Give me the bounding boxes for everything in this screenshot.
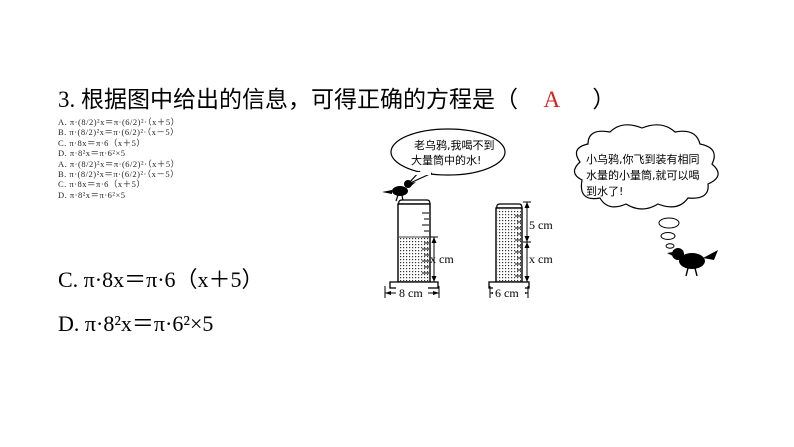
- old-crow-speech-bubble: 老乌鸦,我喝不到 大量筒中的水!: [390, 128, 506, 185]
- small-option-list: A. π·(8/2)²x＝π·(6/2)²·（x＋5） B. π·(8/2)²x…: [58, 117, 180, 200]
- old-crow-line-2: 大量筒中的水!: [411, 153, 481, 167]
- option-d: D. π·8²x＝π·6²×5: [58, 311, 214, 336]
- question-number: 3.: [58, 87, 76, 112]
- question-close-paren: ）: [592, 87, 616, 112]
- small-cylinder: 5 cm x cm 6 cm: [488, 201, 553, 300]
- big-cylinder: x cm 8 cm: [384, 199, 454, 300]
- answer-label: A: [543, 87, 559, 112]
- little-crow-thought-cloud: 小乌鸦,你飞到装有相同 水量的小量筒,就可以喝 到水了!: [573, 124, 719, 249]
- small-option: C. π·8x＝π·6（x＋5）: [58, 179, 146, 190]
- big-width-label: 8 cm: [399, 286, 423, 300]
- small-option: A. π·(8/2)²x＝π·(6/2)²·（x＋5）: [58, 117, 180, 127]
- small-cylinder-water: [497, 209, 521, 281]
- small-top-label: 5 cm: [529, 218, 553, 232]
- old-crow-icon: [382, 180, 416, 202]
- little-crow-line-3: 到水了!: [586, 185, 623, 198]
- option-c: C. π·8x＝π·6（x＋5）: [58, 267, 264, 292]
- small-option: D. π·8²x＝π·6²×5: [58, 189, 126, 200]
- big-height-label: x cm: [430, 252, 454, 266]
- small-option: B. π·(8/2)²x＝π·(6/2)²·（x－5）: [58, 168, 180, 179]
- small-width-label: 6 cm: [495, 286, 519, 300]
- small-option: D. π·8²x＝π·6²×5: [58, 148, 126, 159]
- cylinder-figure: 老乌鸦,我喝不到 大量筒中的水!: [382, 124, 719, 300]
- little-crow-line-2: 水量的小量筒,就可以喝: [586, 168, 700, 182]
- question-line: 3. 根据图中给出的信息，可得正确的方程是（ A ）: [58, 80, 615, 114]
- small-option: B. π·(8/2)²x＝π·(6/2)²·（x－5）: [58, 127, 180, 138]
- question-text: 根据图中给出的信息，可得正确的方程是（: [81, 87, 518, 112]
- old-crow-line-1: 老乌鸦,我喝不到: [414, 138, 495, 152]
- big-cylinder-water: [399, 237, 429, 281]
- small-option: A. π·(8/2)²x＝π·(6/2)²·（x＋5）: [58, 158, 180, 169]
- little-crow-icon: [667, 248, 718, 277]
- small-height-label: x cm: [529, 252, 553, 266]
- little-crow-line-1: 小乌鸦,你飞到装有相同: [586, 152, 700, 166]
- small-option: C. π·8x＝π·6（x＋5）: [58, 137, 146, 148]
